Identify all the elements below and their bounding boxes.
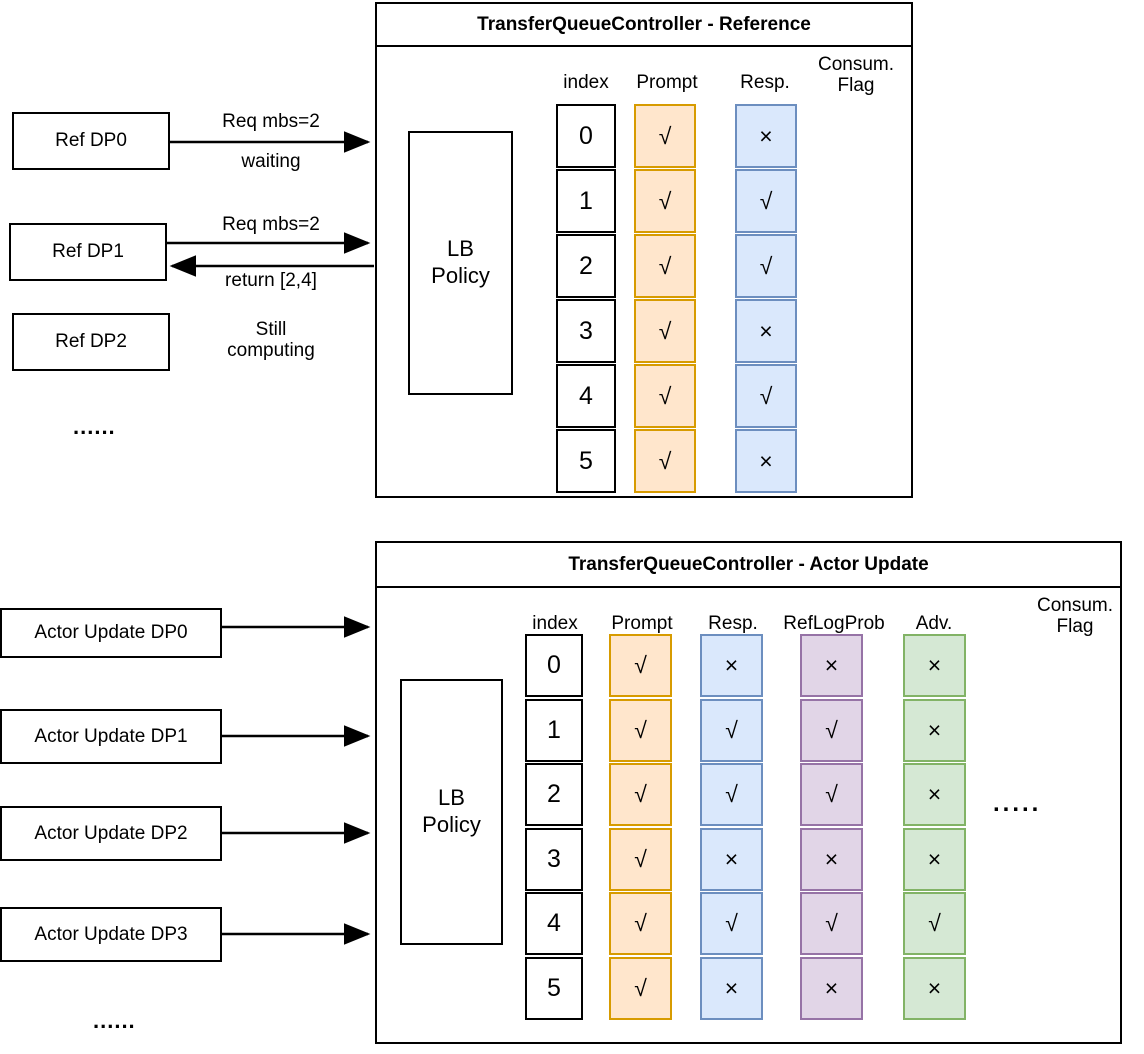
reference-column-header-index: index <box>563 72 609 94</box>
reference-lb-policy-label: LB Policy <box>431 236 490 288</box>
actor-cell-prompt-0: √ <box>609 634 672 697</box>
reference-cell-index-0: 0 <box>556 104 616 168</box>
reference-cell-resp-1: √ <box>735 169 797 233</box>
actor-cell-resp-2: √ <box>700 763 763 826</box>
edge-label-refdp1-request: Req mbs=2 <box>222 214 320 236</box>
reference-cell-index-4: 4 <box>556 364 616 428</box>
reference-cell-resp-2: √ <box>735 234 797 298</box>
actor-cell-index-1: 1 <box>525 699 583 762</box>
reference-cell-resp-3: × <box>735 299 797 363</box>
actor-column-header-index: index <box>532 613 578 635</box>
actor-cell-adv-2: × <box>903 763 966 826</box>
dp-box-actor-dp0[interactable]: Actor Update DP0 <box>0 608 222 658</box>
actor-cell-prompt-4: √ <box>609 892 672 955</box>
dp-box-actor-dp3[interactable]: Actor Update DP3 <box>0 907 222 962</box>
dp-box-actor-dp2-label: Actor Update DP2 <box>34 822 188 844</box>
reference-cell-resp-0: × <box>735 104 797 168</box>
reference-cell-prompt-4: √ <box>634 364 696 428</box>
actor-cell-reflogprob-5: × <box>800 957 863 1020</box>
actor-cell-resp-1: √ <box>700 699 763 762</box>
reference-cell-prompt-3: √ <box>634 299 696 363</box>
reference-cell-index-5: 5 <box>556 429 616 493</box>
edge-label-refdp2-status: Still computing <box>227 318 315 361</box>
actor-column-header-prompt: Prompt <box>611 613 673 635</box>
edge-label-refdp0-request: Req mbs=2 <box>222 111 320 133</box>
actor-cell-reflogprob-3: × <box>800 828 863 891</box>
actor-cell-index-0: 0 <box>525 634 583 697</box>
actor-cell-adv-5: × <box>903 957 966 1020</box>
reference-column-header-consumed-flag: Consum. Flag <box>817 54 895 96</box>
actor-cell-resp-4: √ <box>700 892 763 955</box>
actor-cell-reflogprob-2: √ <box>800 763 863 826</box>
reference-lb-policy-box: LB Policy <box>408 131 513 395</box>
reference-cell-index-2: 2 <box>556 234 616 298</box>
dp-box-actor-dp3-label: Actor Update DP3 <box>34 923 188 945</box>
actor-cell-reflogprob-4: √ <box>800 892 863 955</box>
actor-cell-prompt-2: √ <box>609 763 672 826</box>
actor-lb-policy-label: LB Policy <box>422 785 481 837</box>
actor-column-header-resp: Resp. <box>708 613 758 635</box>
actor-cell-adv-1: × <box>903 699 966 762</box>
reference-column-header-prompt: Prompt <box>636 72 698 94</box>
actor-column-header-reflogprob: RefLogProb <box>783 613 885 635</box>
dp-box-ref-dp0-label: Ref DP0 <box>55 130 127 151</box>
actor-cell-adv-4: √ <box>903 892 966 955</box>
actor-cell-index-2: 2 <box>525 763 583 826</box>
actor-cell-prompt-3: √ <box>609 828 672 891</box>
edge-label-refdp1-return: return [2,4] <box>225 270 317 292</box>
reference-cell-prompt-2: √ <box>634 234 696 298</box>
reference-cell-prompt-0: √ <box>634 104 696 168</box>
actor-lb-policy-box: LB Policy <box>400 679 503 945</box>
actor-dp-ellipsis: ...... <box>93 1008 136 1033</box>
reference-cell-prompt-1: √ <box>634 169 696 233</box>
actor-cell-index-5: 5 <box>525 957 583 1020</box>
dp-box-ref-dp0[interactable]: Ref DP0 <box>12 112 170 170</box>
reference-panel-title: TransferQueueController - Reference <box>377 4 911 47</box>
dp-box-actor-dp1-label: Actor Update DP1 <box>34 725 188 747</box>
reference-cell-index-1: 1 <box>556 169 616 233</box>
actor-cell-reflogprob-1: √ <box>800 699 863 762</box>
dp-box-ref-dp2-label: Ref DP2 <box>55 331 127 352</box>
dp-box-ref-dp2[interactable]: Ref DP2 <box>12 313 170 371</box>
reference-cell-index-3: 3 <box>556 299 616 363</box>
dp-box-actor-dp2[interactable]: Actor Update DP2 <box>0 806 222 861</box>
actor-cell-reflogprob-0: × <box>800 634 863 697</box>
actor-cell-prompt-1: √ <box>609 699 672 762</box>
actor-cell-resp-0: × <box>700 634 763 697</box>
actor-cell-index-3: 3 <box>525 828 583 891</box>
dp-box-ref-dp1-label: Ref DP1 <box>52 241 124 262</box>
dp-box-ref-dp1[interactable]: Ref DP1 <box>9 223 167 281</box>
actor-cell-resp-3: × <box>700 828 763 891</box>
reference-dp-ellipsis: ...... <box>73 414 116 439</box>
reference-cell-resp-5: × <box>735 429 797 493</box>
actor-panel-title: TransferQueueController - Actor Update <box>377 543 1120 588</box>
actor-column-header-consumed-flag: Consum. Flag <box>1036 595 1114 637</box>
reference-cell-resp-4: √ <box>735 364 797 428</box>
actor-column-header-adv: Adv. <box>915 613 953 635</box>
actor-cell-adv-0: × <box>903 634 966 697</box>
reference-cell-prompt-5: √ <box>634 429 696 493</box>
edge-label-refdp0-status: waiting <box>241 151 301 173</box>
actor-row-ellipsis: ..... <box>993 790 1042 817</box>
actor-cell-prompt-5: √ <box>609 957 672 1020</box>
dp-box-actor-dp1[interactable]: Actor Update DP1 <box>0 709 222 764</box>
dp-box-actor-dp0-label: Actor Update DP0 <box>34 622 188 643</box>
reference-column-header-resp: Resp. <box>740 72 790 94</box>
actor-cell-resp-5: × <box>700 957 763 1020</box>
actor-cell-adv-3: × <box>903 828 966 891</box>
actor-cell-index-4: 4 <box>525 892 583 955</box>
